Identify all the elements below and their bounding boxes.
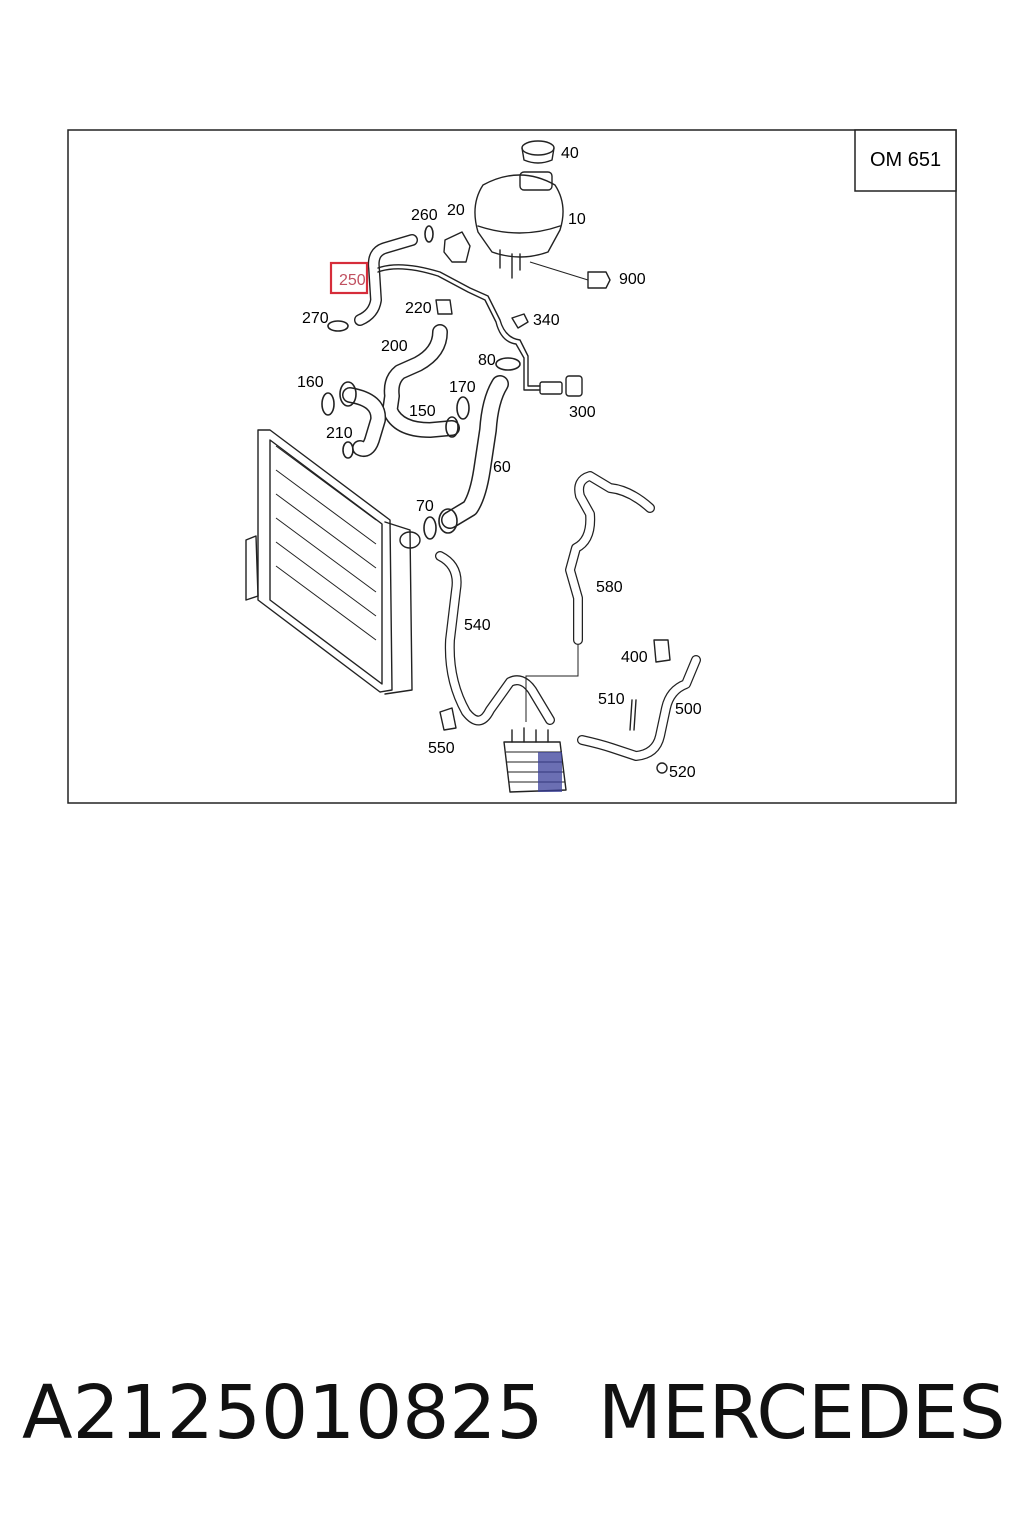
label-540: 540	[464, 617, 491, 634]
label-510: 510	[598, 691, 625, 708]
label-160: 160	[297, 374, 324, 391]
hose-540	[435, 551, 555, 726]
bleed-line	[377, 268, 541, 391]
label-220: 220	[405, 300, 432, 317]
clip-400	[653, 639, 671, 663]
clamp-550	[439, 707, 457, 731]
model-label: OM 651	[870, 149, 941, 171]
label-550: 550	[428, 740, 455, 757]
label-150: 150	[409, 403, 436, 420]
label-210: 210	[326, 425, 353, 442]
radiator	[245, 429, 421, 695]
o-ring-170	[456, 396, 470, 420]
part-number: A2125010825	[22, 1370, 544, 1456]
clip-220	[435, 299, 453, 315]
clip-300	[565, 375, 583, 397]
label-40: 40	[561, 145, 579, 162]
hose-500	[577, 655, 701, 761]
label-270: 270	[302, 310, 329, 327]
o-ring	[327, 320, 349, 332]
o-ring-70	[423, 516, 437, 540]
brand-name: MERCEDES	[598, 1370, 1006, 1456]
label-10: 10	[568, 211, 586, 228]
bleed-line	[377, 264, 541, 387]
o-ring	[424, 225, 434, 243]
connector	[539, 381, 563, 395]
label-520: 520	[669, 764, 696, 781]
label-70: 70	[416, 498, 434, 515]
model-box	[854, 129, 957, 192]
o-ring-80	[495, 357, 521, 371]
label-20: 20	[447, 202, 465, 219]
footer: A2125010825 MERCEDES	[0, 1370, 1024, 1470]
oil-cooler	[503, 727, 567, 793]
hose-150	[339, 324, 460, 457]
bolt-520	[656, 762, 668, 774]
label-500: 500	[675, 701, 702, 718]
label-170: 170	[449, 379, 476, 396]
diagram-frame	[67, 129, 957, 804]
bracket	[443, 231, 471, 263]
label-580: 580	[596, 579, 623, 596]
label-400: 400	[621, 649, 648, 666]
label-260: 260	[411, 207, 438, 224]
tank-cap	[521, 140, 555, 164]
level-sensor	[529, 261, 611, 289]
hose-250	[354, 234, 418, 326]
o-ring-160	[321, 392, 335, 416]
label-900: 900	[619, 271, 646, 288]
leader-line	[525, 645, 579, 722]
label-80: 80	[478, 352, 496, 369]
hose-580	[565, 471, 655, 645]
label-340: 340	[533, 312, 560, 329]
hose-60	[438, 375, 509, 534]
label-250: 250	[339, 272, 366, 289]
highlight-box	[329, 261, 369, 295]
label-200: 200	[381, 338, 408, 355]
label-60: 60	[493, 459, 511, 476]
bolt-340	[511, 313, 529, 329]
expansion-tank	[474, 171, 564, 279]
parts-diagram: OM 651	[67, 129, 957, 804]
pipe-510	[629, 699, 637, 731]
o-ring-210	[342, 441, 354, 459]
label-300: 300	[569, 404, 596, 421]
